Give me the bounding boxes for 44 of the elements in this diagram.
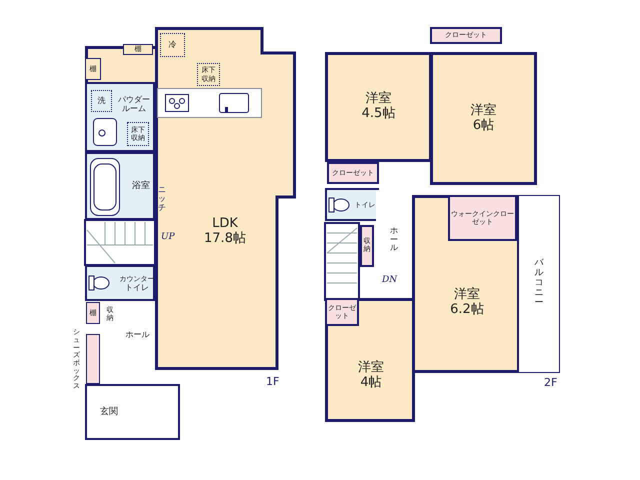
room-label: ホール xyxy=(126,330,150,340)
room-label: 玄関 xyxy=(100,406,118,418)
room-label: 冷 xyxy=(168,40,176,50)
living-dining-kitchen-room xyxy=(155,27,296,370)
shelf xyxy=(123,44,153,55)
room-label: パウダールーム xyxy=(117,94,151,114)
shelf xyxy=(86,302,100,324)
room-label: トイレ xyxy=(125,283,149,293)
room-label: バルコニー xyxy=(534,259,544,309)
western-room xyxy=(325,298,415,422)
balcony xyxy=(518,195,560,373)
room-name: 洋室 xyxy=(454,288,480,302)
storage xyxy=(360,225,374,267)
closet xyxy=(325,298,359,326)
floor-label: 2F xyxy=(544,376,558,389)
underfloor-storage xyxy=(197,63,220,86)
underfloor-storage xyxy=(127,122,149,146)
room-area: 4.5帖 xyxy=(362,107,396,122)
western-room xyxy=(430,52,537,185)
entrance xyxy=(85,384,180,440)
washer-space xyxy=(91,90,112,112)
shelf xyxy=(85,58,101,80)
room-area: 6帖 xyxy=(472,118,494,134)
room-label: ホール xyxy=(389,226,399,254)
room-label: 浴室 xyxy=(132,180,150,192)
room-name: 洋室 xyxy=(470,104,496,118)
room-label: 洗 xyxy=(98,96,106,106)
walk-in-closet xyxy=(448,195,517,241)
room-name: 洋室 xyxy=(366,92,392,106)
niche-label: ニッチ xyxy=(157,186,167,212)
floor-label: 1F xyxy=(266,375,280,388)
closet xyxy=(327,162,379,184)
western-room xyxy=(325,52,432,162)
stairs-direction-label: DN xyxy=(382,275,398,285)
toilet-room xyxy=(85,265,155,301)
closet xyxy=(430,27,502,44)
room-area: 17.8帖 xyxy=(204,232,246,247)
western-room xyxy=(412,195,520,373)
room-area: 4帖 xyxy=(360,376,382,391)
refrigerator-space xyxy=(160,33,185,57)
room-name: 洋室 xyxy=(358,361,384,376)
stairs-direction-label: UP xyxy=(161,232,175,242)
room-name: LDK xyxy=(212,217,238,232)
room-area: 6.2帖 xyxy=(450,303,484,318)
